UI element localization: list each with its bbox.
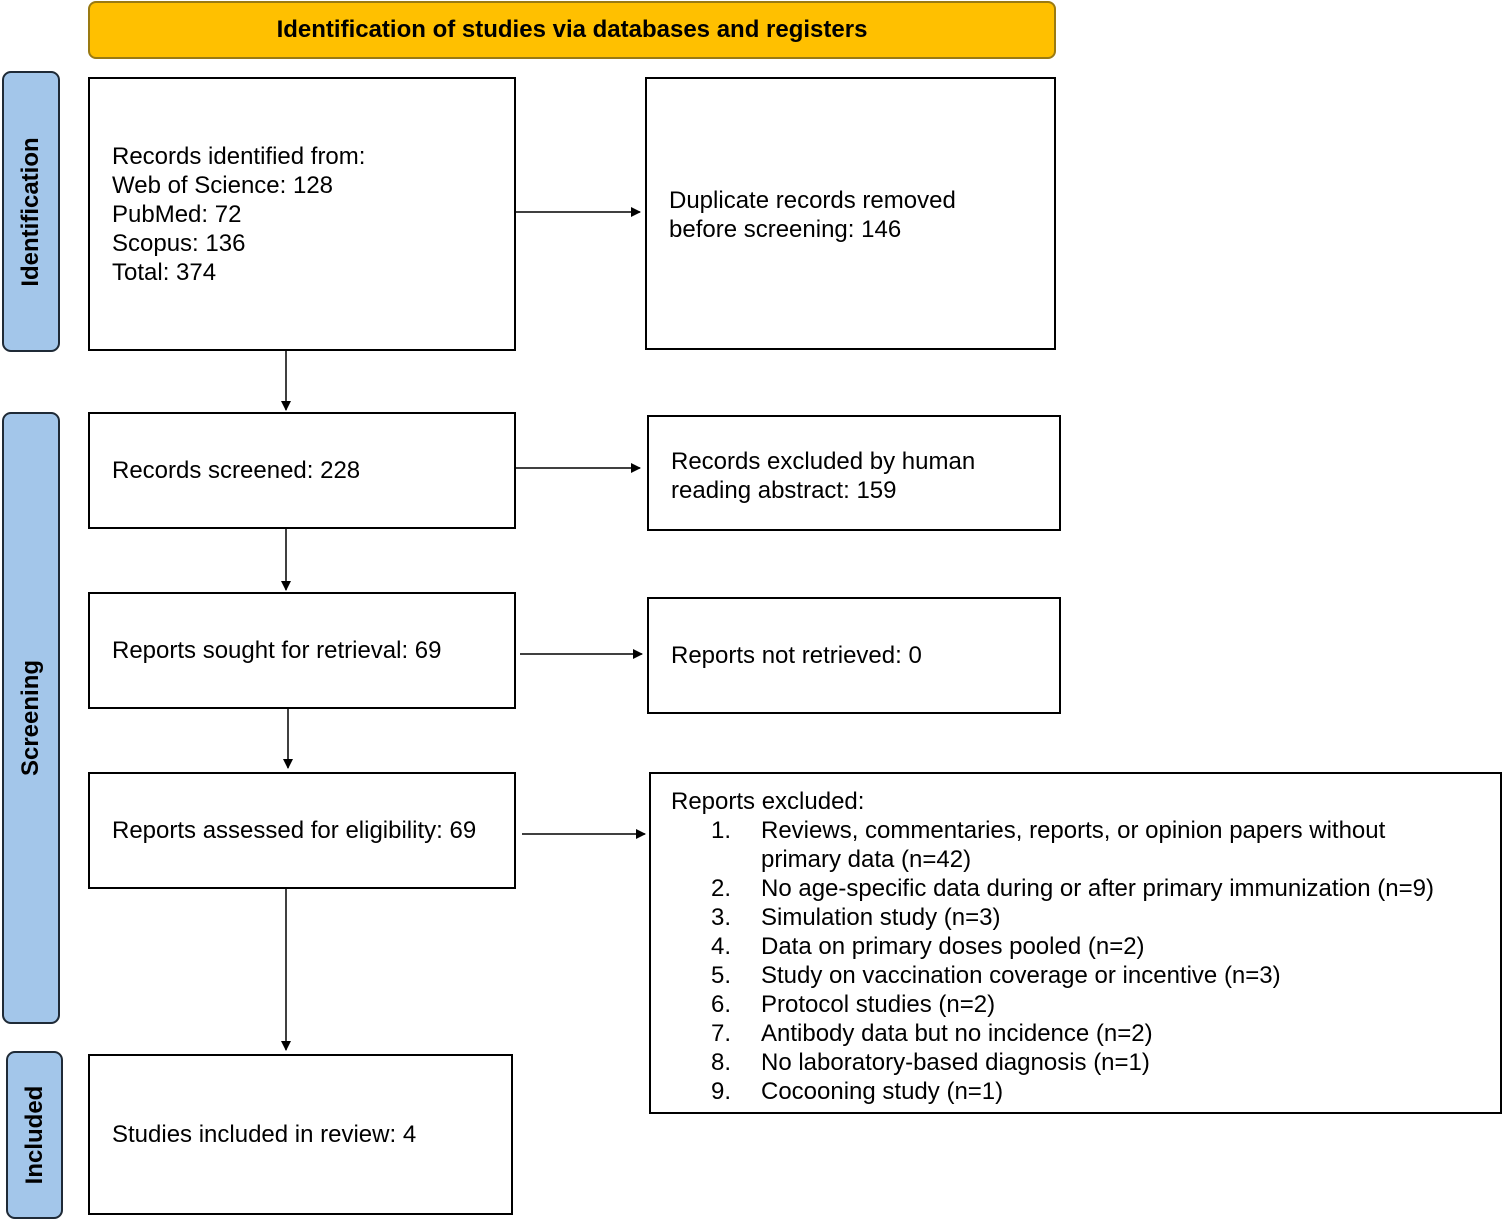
reports-not-retrieved-text: Reports not retrieved: 0	[671, 642, 922, 669]
studies-included-box: Studies included in review: 4	[88, 1054, 513, 1215]
reports-not-retrieved-box: Reports not retrieved: 0	[647, 597, 1061, 714]
list-item: 5.Study on vaccination coverage or incen…	[711, 962, 1281, 989]
records-identified-heading: Records identified from:	[112, 142, 366, 170]
records-excluded-box: Records excluded by human reading abstra…	[647, 415, 1061, 531]
records-excluded-line: Records excluded by human	[671, 448, 976, 475]
records-identified-box: Records identified from: Web of Science:…	[88, 77, 516, 351]
phase-identification: Identification	[2, 71, 60, 352]
reports-assessed-text: Reports assessed for eligibility: 69	[112, 817, 477, 844]
reports-excluded-list: 1.Reviews, commentaries, reports, or opi…	[671, 816, 1492, 1106]
reports-excluded-heading: Reports excluded:	[671, 788, 865, 815]
reports-assessed-box: Reports assessed for eligibility: 69	[88, 772, 516, 889]
reports-sought-text: Reports sought for retrieval: 69	[112, 637, 442, 664]
duplicates-removed-line: Duplicate records removed	[669, 187, 956, 214]
list-item: 7.Antibody data but no incidence (n=2)	[711, 1020, 1153, 1047]
records-source-line: PubMed: 72	[112, 200, 242, 228]
records-screened-text: Records screened: 228	[112, 457, 361, 484]
list-item: 4.Data on primary doses pooled (n=2)	[711, 933, 1145, 960]
header-title: Identification of studies via databases …	[276, 16, 868, 43]
list-item: 1.Reviews, commentaries, reports, or opi…	[711, 817, 1386, 873]
records-screened-box: Records screened: 228	[88, 412, 516, 529]
list-item: 6.Protocol studies (n=2)	[711, 991, 996, 1018]
duplicates-removed-box: Duplicate records removed before screeni…	[645, 77, 1056, 350]
records-source-line: Web of Science: 128	[112, 171, 334, 199]
studies-included-text: Studies included in review: 4	[112, 1121, 417, 1148]
reports-sought-box: Reports sought for retrieval: 69	[88, 592, 516, 709]
records-excluded-line: reading abstract: 159	[671, 477, 897, 504]
phase-included: Included	[6, 1051, 63, 1219]
list-item: 2.No age-specific data during or after p…	[711, 875, 1434, 902]
records-source-line: Scopus: 136	[112, 229, 246, 257]
list-item: 3.Simulation study (n=3)	[711, 904, 1001, 931]
duplicates-removed-line: before screening: 146	[669, 216, 902, 243]
phase-screening: Screening	[2, 412, 60, 1024]
reports-excluded-box: Reports excluded: 1.Reviews, commentarie…	[649, 772, 1502, 1114]
list-item: 8.No laboratory-based diagnosis (n=1)	[711, 1049, 1150, 1076]
list-item: 9.Cocooning study (n=1)	[711, 1078, 1004, 1105]
header-banner: Identification of studies via databases …	[88, 1, 1056, 59]
records-total-line: Total: 374	[112, 258, 217, 286]
